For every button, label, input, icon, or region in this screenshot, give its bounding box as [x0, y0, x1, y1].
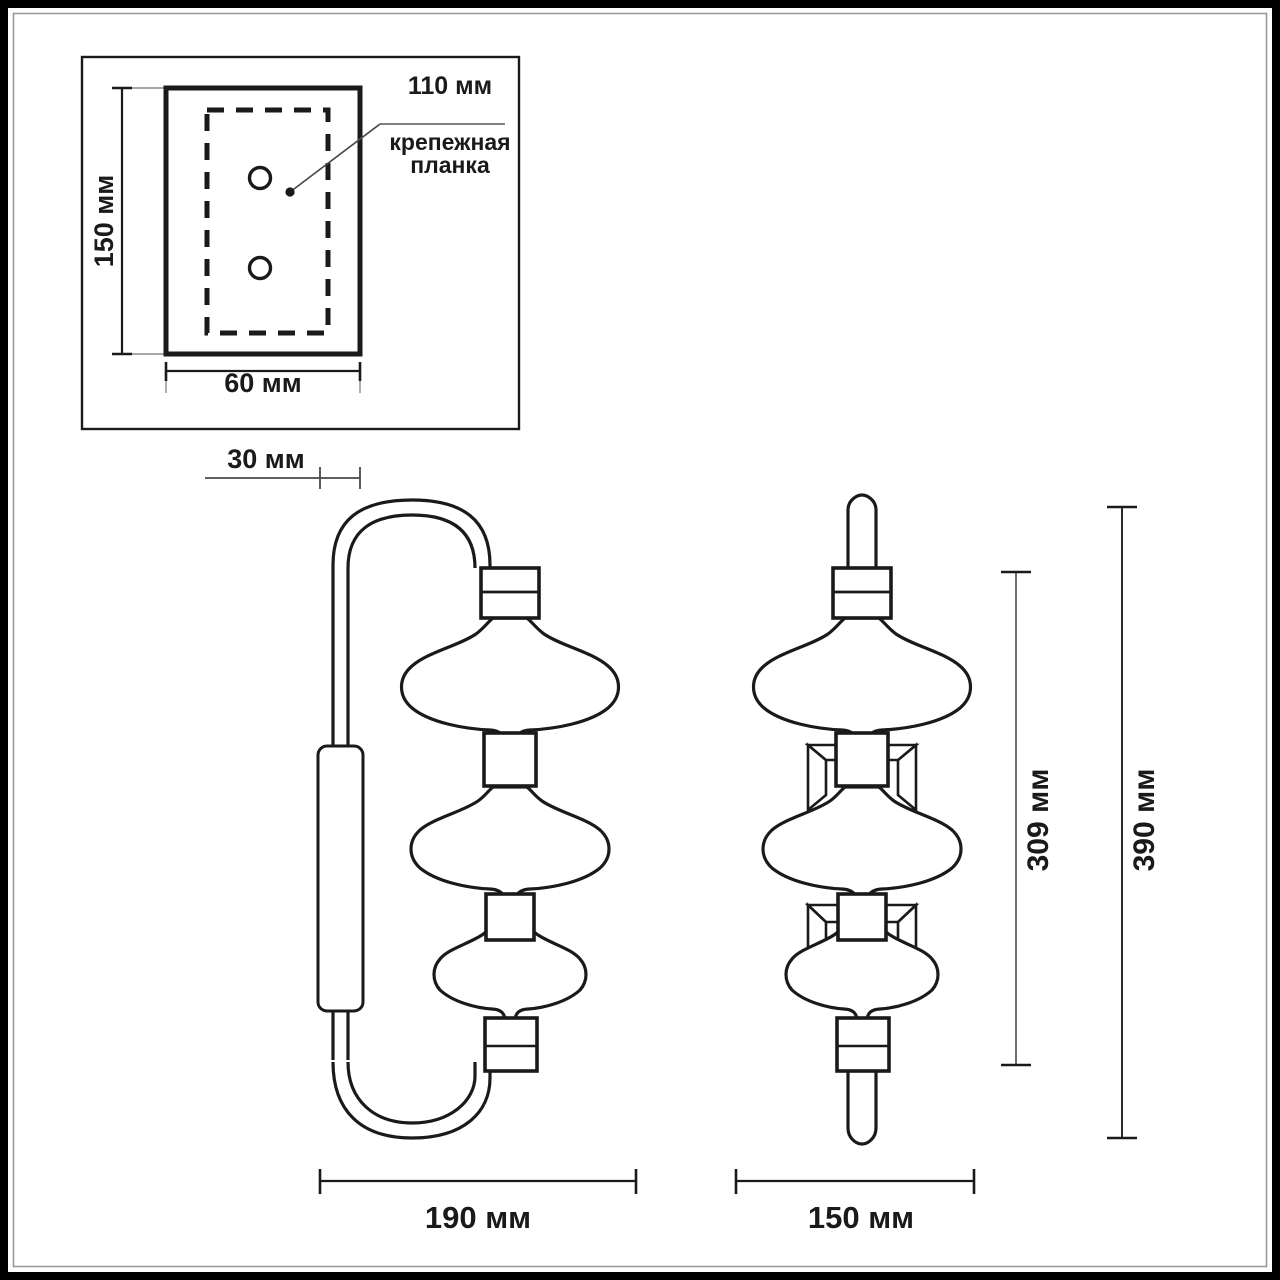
switch-box	[316, 744, 365, 1013]
side-connector-upper-middle	[834, 731, 890, 788]
callout-anchor-dot	[285, 187, 295, 197]
side-connector-lower-middle	[836, 892, 888, 942]
front-connector-upper-middle	[482, 731, 538, 788]
dimension-detail-height: 150 мм	[89, 86, 132, 356]
bracket-footprint-dashed	[204, 107, 331, 336]
mounting-hole-upper	[247, 165, 273, 191]
side-connector-bottom	[835, 1016, 891, 1073]
mounting-plate-outline	[163, 85, 363, 357]
side-stem-top	[846, 493, 878, 578]
front-shade-top	[399, 616, 621, 744]
dimension-depth-label: 30 мм	[227, 444, 304, 474]
side-shade-middle	[761, 785, 963, 902]
front-view	[316, 498, 621, 1140]
callout-note-line-2: планка	[410, 152, 490, 178]
front-connector-lower-middle	[484, 892, 536, 942]
dimension-shade-stack-height: 309 мм	[1001, 570, 1055, 1067]
callout-note-line-1: крепежная	[389, 129, 510, 155]
dimension-side-width: 150 мм	[734, 1169, 976, 1235]
dimension-side-width-label: 150 мм	[808, 1200, 914, 1235]
mounting-plate-detail-view: 150 мм 60 мм 110 мм крепежная планка	[80, 55, 521, 431]
dimension-detail-width: 60 мм	[164, 362, 362, 398]
dimension-detail-width-label: 60 мм	[224, 368, 301, 398]
frame-inner-border	[12, 12, 1268, 1268]
dimension-overall-height-label: 390 мм	[1128, 769, 1161, 872]
front-connector-top	[479, 566, 541, 620]
dimension-shade-stack-height-label: 309 мм	[1022, 769, 1055, 872]
mounting-hole-lower	[247, 255, 273, 281]
bracket-callout: 110 мм крепежная планка	[285, 72, 511, 197]
side-stem-bottom	[846, 1068, 878, 1146]
dimension-detail-height-label: 150 мм	[89, 175, 119, 268]
dimension-depth: 30 мм	[205, 444, 361, 489]
side-view	[751, 493, 973, 1146]
dimension-front-width-label: 190 мм	[425, 1200, 531, 1235]
front-shade-middle	[409, 785, 611, 902]
dimension-front-width: 190 мм	[318, 1169, 638, 1235]
front-connector-bottom	[483, 1016, 539, 1073]
arm-tube	[331, 498, 492, 1140]
dimension-overall-height: 390 мм	[1107, 505, 1161, 1140]
side-connector-top	[831, 566, 893, 620]
callout-dimension-label: 110 мм	[408, 72, 492, 100]
side-shade-top	[751, 616, 973, 744]
